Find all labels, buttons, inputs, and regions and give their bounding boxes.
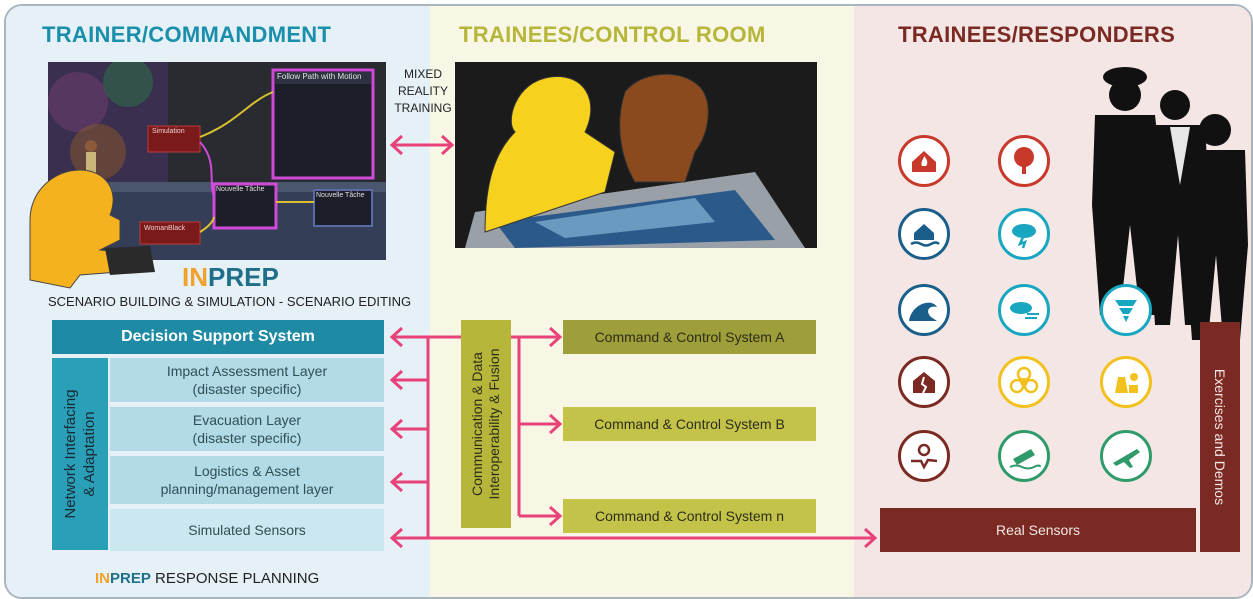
impact-layer-line-2: (disaster specific) [192,381,302,397]
rp-in: IN [95,570,110,587]
network-interfacing-label: Network Interfacing & Adaptation [61,389,99,518]
inprep-logo-prep: PREP [208,262,279,292]
wind-cloud-icon [998,284,1050,336]
tornado-icon [1100,284,1152,336]
evacuation-layer-line-1: Evacuation Layer [192,412,302,428]
ccs-b: Command & Control System B [563,407,816,441]
rp-rest: RESPONSE PLANNING [150,570,320,587]
real-sensors: Real Sensors [880,508,1196,552]
node-follow-path: Follow Path with Motion [277,72,362,81]
evacuation-layer: Evacuation Layer (disaster specific) [110,407,384,451]
responders-silhouette-icon [1092,67,1248,340]
header-responders: TRAINEES/RESPONDERS [898,22,1176,47]
logistics-layer-line-1: Logistics & Asset [194,463,300,479]
ccs-n: Command & Control System n [563,499,816,533]
mixed-reality-arrow-head-left [389,134,404,156]
comm-label-line-2: Interoperability & Fusion [486,348,502,500]
node-simulation: Simulation [152,128,185,135]
exercises-demos-label: Exercises and Demos [1212,368,1228,506]
impact-assessment-layer: Impact Assessment Layer (disaster specif… [110,358,384,402]
exercises-demos-bar: Exercises and Demos [1200,322,1240,552]
decision-support-system: Decision Support System [52,320,384,354]
shipwreck-icon [998,430,1050,482]
logistics-layer: Logistics & Asset planning/management la… [110,456,384,504]
flood-house-icon [898,208,950,260]
mixed-reality-line-1: MIXED [403,67,442,81]
network-interfacing-box: Network Interfacing & Adaptation [52,358,108,550]
scenario-caption: SCENARIO BUILDING & SIMULATION - SCENARI… [48,294,412,309]
trainer-person-icon [29,169,155,289]
tsunami-wave-icon [898,284,950,336]
logistics-layer-line-2: planning/management layer [160,481,334,497]
network-label-line-2: & Adaptation [81,411,98,497]
communication-box: Communication & Data Interoperability & … [461,320,511,528]
header-trainer: TRAINER/COMMANDMENT [42,22,332,47]
ground-crack-icon [898,430,950,482]
storm-cloud-icon [998,208,1050,260]
node-woman-black: WomanBlack [144,225,186,232]
simulated-sensors: Simulated Sensors [110,509,384,551]
mixed-reality-arrow-head-right [440,134,455,156]
response-planning-caption: INPREP RESPONSE PLANNING [95,570,319,587]
earthquake-house-icon [898,356,950,408]
rp-prep: PREP [110,570,151,587]
nuclear-plant-icon [1100,356,1152,408]
biohazard-icon [998,356,1050,408]
mixed-reality-label: MIXED REALITY TRAINING [392,66,454,117]
control-room-graphic [455,62,817,248]
mixed-reality-line-3: TRAINING [394,101,452,115]
node-tache-1: Nouvelle Tâche [216,186,265,193]
network-label-line-1: Network Interfacing [62,389,79,519]
communication-label: Communication & Data Interoperability & … [469,349,503,500]
ccs-a: Command & Control System A [563,320,816,354]
comm-label-line-1: Communication & Data [469,352,485,496]
inprep-logo: INPREP [182,262,279,293]
plane-crash-icon [1100,430,1152,482]
tree-fire-icon [998,135,1050,187]
node-tache-2: Nouvelle Tâche [316,192,365,199]
inprep-logo-in: IN [182,262,208,292]
evacuation-layer-line-2: (disaster specific) [192,430,302,446]
impact-layer-line-1: Impact Assessment Layer [166,363,328,379]
header-control-room: TRAINEES/CONTROL ROOM [459,22,766,47]
house-fire-icon [898,135,950,187]
mixed-reality-line-2: REALITY [397,84,448,98]
control-room-image [455,62,817,248]
